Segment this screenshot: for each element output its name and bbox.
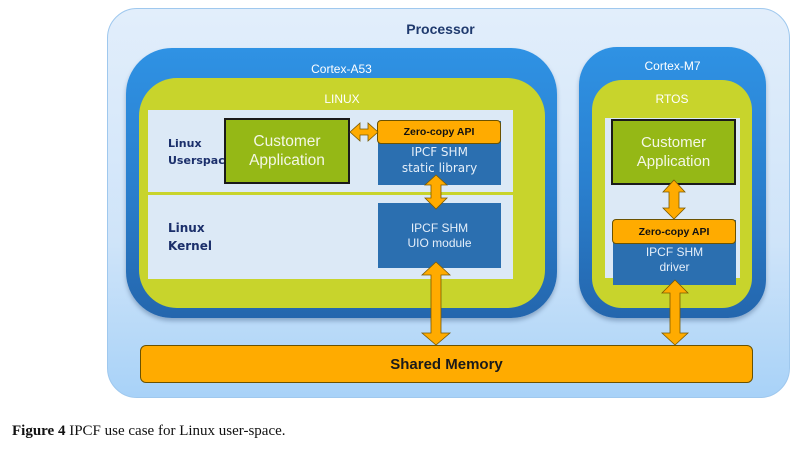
rtos-customer-app-line2: Application — [636, 153, 711, 170]
linux-customer-app-line2: Application — [249, 152, 325, 169]
rtos-customer-application: Customer Application — [611, 119, 736, 185]
linux-zero-copy-api: Zero-copy API — [377, 120, 501, 144]
uio-module-line1: IPCF SHM — [410, 220, 469, 235]
linux-userspace-label-line1: Linux — [168, 137, 202, 150]
figure-caption-text: IPCF use case for Linux user-space. — [65, 423, 286, 439]
rtos-zero-copy-api: Zero-copy API — [612, 219, 736, 244]
driver-line2: driver — [659, 260, 690, 274]
uio-module-line2: UIO module — [407, 235, 472, 250]
linux-os-label: LINUX — [324, 92, 360, 106]
figure-caption: Figure 4 IPCF use case for Linux user-sp… — [12, 423, 286, 440]
ipcf-shm-uio-module: IPCF SHM UIO module — [378, 203, 501, 268]
driver-line1: IPCF SHM — [645, 245, 704, 259]
rtos-label: RTOS — [655, 92, 689, 106]
cortex-a53-label: Cortex-A53 — [311, 62, 372, 76]
static-library-line2: static library — [401, 161, 478, 175]
linux-userspace-label-line2: Userspace — [168, 154, 233, 167]
figure-caption-prefix: Figure 4 — [12, 423, 66, 439]
linux-kernel-label: Linux Kernel — [168, 219, 212, 255]
linux-customer-app-line1: Customer — [253, 133, 321, 150]
linux-userspace-label: Linux Userspace — [168, 135, 232, 169]
linux-customer-application: Customer Application — [224, 118, 350, 184]
cortex-m7-label: Cortex-M7 — [644, 59, 701, 73]
linux-kernel-label-line1: Linux — [168, 221, 205, 235]
linux-kernel-label-line2: Kernel — [168, 239, 212, 253]
shared-memory-box: Shared Memory — [140, 345, 753, 383]
rtos-customer-app-line1: Customer — [640, 134, 706, 151]
processor-title: Processor — [108, 21, 789, 37]
static-library-line1: IPCF SHM — [411, 145, 468, 159]
processor-title-text: Processor — [406, 21, 475, 37]
userspace-kernel-divider — [148, 192, 513, 195]
